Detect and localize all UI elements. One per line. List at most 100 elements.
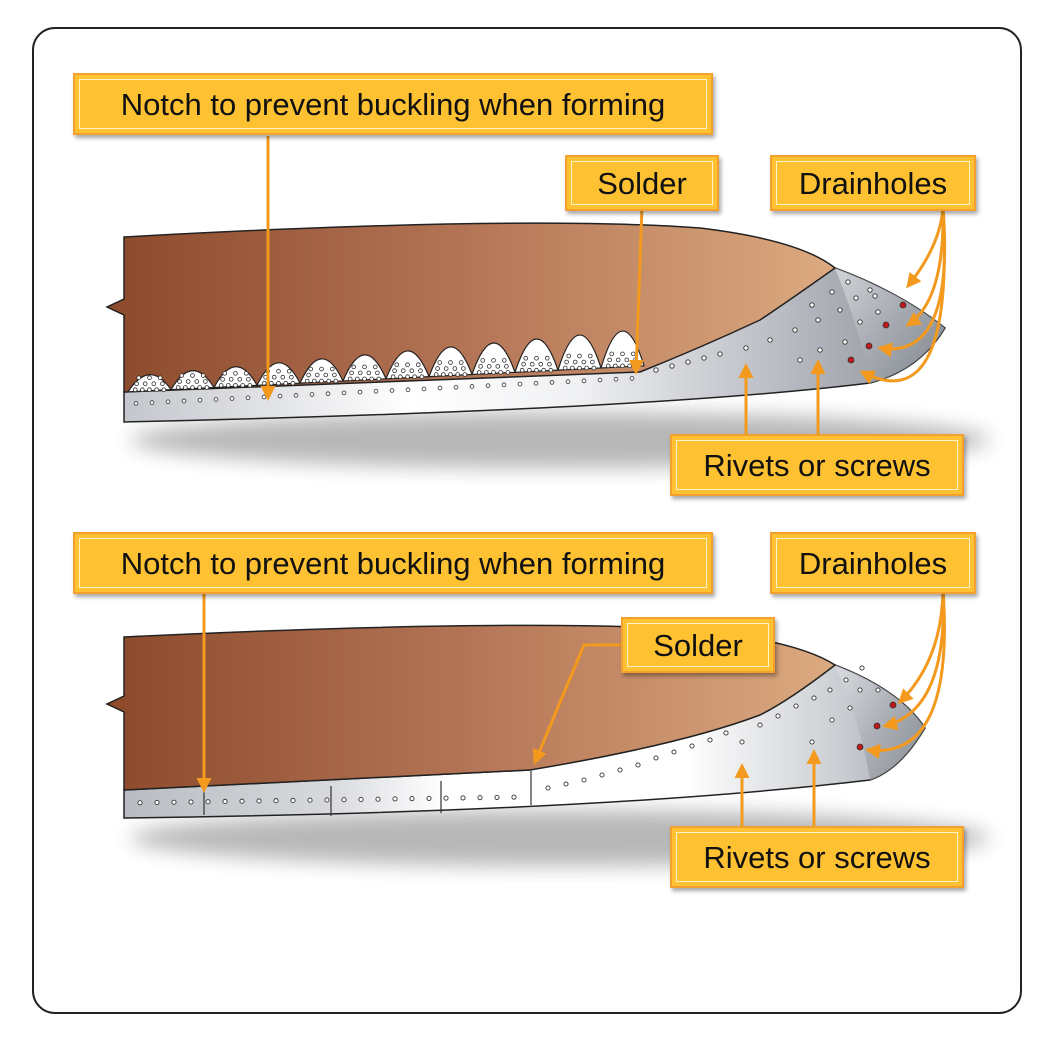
- top-scallop-dot: [523, 355, 529, 361]
- top-scallop-dot: [233, 383, 238, 388]
- top-scallop-dot: [140, 387, 145, 393]
- top-scallop-dot: [505, 370, 511, 375]
- top-rivet: [845, 279, 851, 285]
- top-scallop-dot: [289, 374, 294, 380]
- top-scallop-dot: [375, 370, 380, 376]
- top-scallop-dot: [491, 370, 496, 375]
- top-scallop-dot: [333, 378, 339, 384]
- top-scallop-dot: [161, 387, 167, 393]
- top-rivet: [857, 319, 863, 325]
- top-scallop-dot: [504, 364, 509, 369]
- bottom-rivet: [847, 705, 853, 711]
- bottom-rivet: [829, 717, 835, 723]
- top-scallop-dot: [190, 385, 195, 390]
- top-scallop-dot: [630, 351, 636, 357]
- bottom-rivet: [793, 703, 799, 709]
- top-scallop-dot: [142, 381, 148, 387]
- top-rivet: [872, 293, 878, 299]
- top-scallop-dot: [577, 353, 582, 359]
- top-strip-dot: [405, 387, 411, 392]
- top-scallop-dot: [620, 351, 625, 357]
- top-scallop-dot: [577, 365, 582, 371]
- top-scallop-dot: [323, 372, 329, 378]
- top-scallop-dot: [283, 380, 288, 386]
- bottom-rivet: [563, 781, 569, 787]
- top-scallop-dot: [548, 367, 554, 373]
- bottom-metal-tip-shade: [835, 665, 925, 780]
- bottom-rivet: [811, 695, 817, 701]
- bottom-rivet: [205, 799, 211, 805]
- bottom-rivet: [324, 797, 330, 803]
- bottom-rivet: [635, 762, 641, 768]
- top-strip-dot: [245, 395, 251, 401]
- bottom-rivet: [188, 799, 194, 805]
- top-drainhole-3: [865, 342, 873, 350]
- top-rivet: [669, 363, 675, 369]
- bottom-rivet: [859, 665, 865, 671]
- top-scallop-dot: [185, 379, 191, 384]
- top-scallop-dot: [355, 376, 360, 382]
- top-scallop-dot: [304, 378, 310, 384]
- bottom-rivets-label: Rivets or screws: [703, 839, 931, 875]
- top-scallop-dot: [412, 374, 417, 380]
- top-scallop-dot: [581, 359, 587, 365]
- top-rivet: [817, 347, 823, 353]
- top-scallop-dot: [613, 363, 618, 369]
- top-scallop-dot: [519, 367, 525, 373]
- top-strip-dot: [181, 398, 187, 404]
- bottom-rivet: [857, 687, 863, 693]
- top-scallop-dot: [419, 374, 425, 380]
- bottom-drain-arrow-3: [865, 589, 946, 759]
- top-strip-dot: [501, 382, 507, 388]
- top-scallop-dot: [276, 380, 281, 386]
- top-scallop-dot: [486, 364, 492, 369]
- bottom-rivets-callout: Rivets or screws: [670, 826, 964, 888]
- top-rivet: [717, 351, 723, 357]
- top-rivet: [842, 339, 848, 345]
- bottom-rivet: [671, 749, 677, 755]
- top-strip-dot: [309, 392, 315, 397]
- top-scallop-dot: [134, 381, 139, 387]
- top-strip-dot: [197, 397, 203, 403]
- top-scallop-dot: [484, 370, 489, 375]
- top-scallop-dot: [400, 368, 406, 374]
- bottom-rivet: [443, 795, 449, 801]
- top-rivet: [837, 307, 843, 313]
- top-scallop-dot: [147, 375, 152, 381]
- top-scallop-dot: [394, 362, 400, 368]
- top-scallop-dot: [437, 360, 443, 365]
- bottom-rivet: [689, 743, 695, 749]
- bottom-rivet: [171, 799, 177, 805]
- top-strip-dot: [629, 376, 635, 381]
- top-scallop-dot: [243, 371, 249, 376]
- bottom-notch-callout: Notch to prevent buckling when forming: [73, 532, 713, 594]
- top-scallop-dot: [222, 371, 228, 376]
- top-rivet: [701, 355, 707, 361]
- top-scallop-dot: [590, 359, 595, 365]
- top-scallop-dot: [147, 387, 152, 393]
- top-scallop-dot: [280, 374, 286, 380]
- top-drainholes-callout: Drainholes: [770, 155, 976, 211]
- top-scallop-dot: [183, 385, 188, 390]
- top-scallop-dot: [228, 377, 234, 382]
- bottom-rivet: [723, 730, 729, 736]
- top-scallop-dot: [312, 378, 317, 384]
- top-rivet: [767, 337, 773, 343]
- top-scallop-dot: [179, 373, 185, 378]
- top-notch-callout: Notch to prevent buckling when forming: [73, 73, 713, 135]
- top-scallop-dot: [498, 370, 503, 375]
- top-strip-dot: [389, 388, 395, 393]
- top-scallop-dot: [194, 379, 200, 384]
- bottom-drainhole-2: [873, 722, 881, 730]
- top-scallop-dot: [433, 372, 439, 377]
- top-scallop-dot: [154, 387, 159, 393]
- top-drain-arrow-4: [859, 207, 946, 385]
- top-scallop-dot: [314, 372, 320, 378]
- top-strip-dot: [213, 397, 219, 402]
- top-rivet: [829, 289, 835, 295]
- bottom-drainhole-1: [889, 701, 897, 709]
- top-scallop-dot: [132, 387, 138, 393]
- top-scallop-dot: [290, 380, 296, 386]
- top-scallop-dot: [319, 378, 324, 384]
- top-strip-dot: [261, 394, 267, 400]
